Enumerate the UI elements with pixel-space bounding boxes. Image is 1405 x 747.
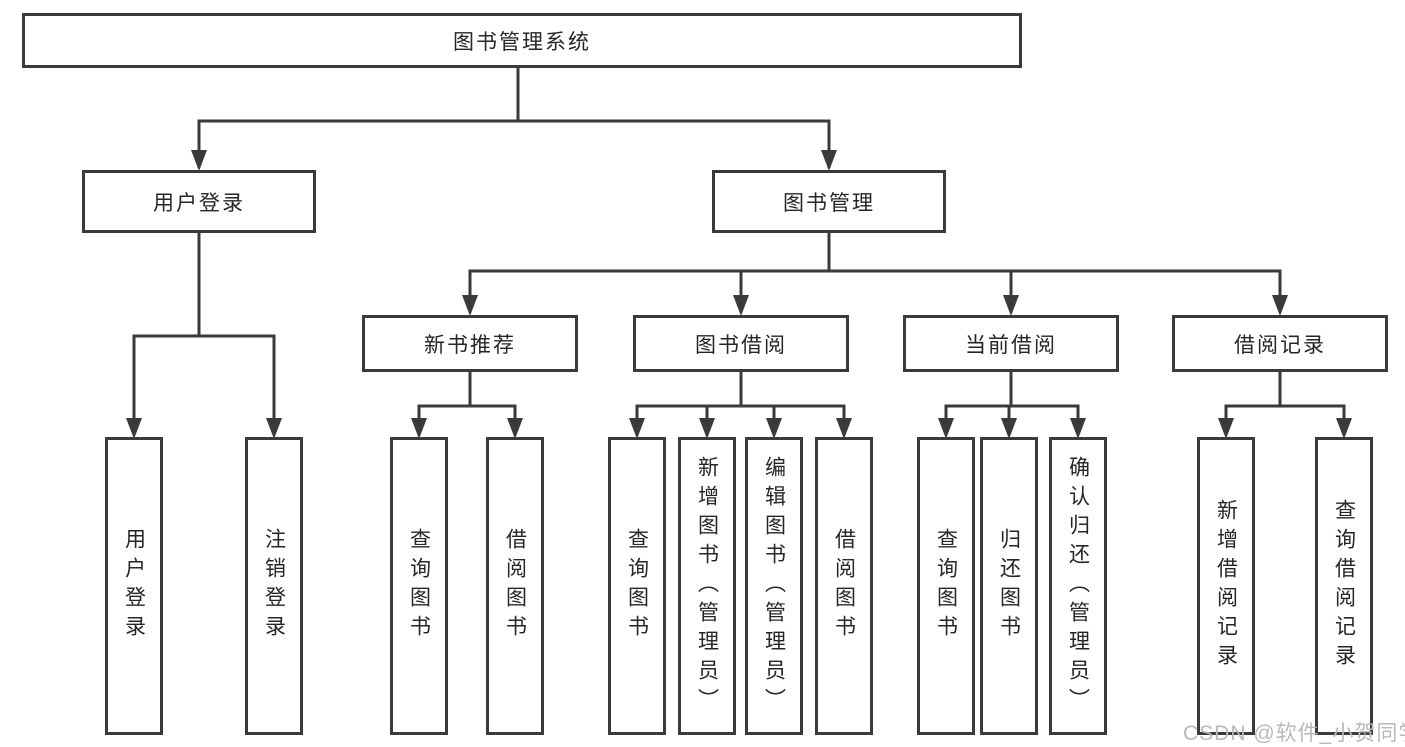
leaf-label: 借阅图书 (832, 528, 856, 644)
node-new-book-recommendation: 新书推荐 (362, 315, 578, 372)
arrowhead-down-icon (1070, 418, 1086, 439)
node-label: 图书借阅 (695, 333, 787, 357)
leaf-label: 查询图书 (934, 528, 958, 644)
leaf-bb-add-books-admin: 新增图书（管理员） (678, 437, 736, 735)
arrowhead-down-icon (1001, 418, 1017, 439)
connector-new-book-to-leaves (417, 372, 517, 434)
leaf-label: 编辑图书（管理员） (762, 455, 786, 717)
arrowhead-down-icon (821, 150, 837, 171)
node-user-login: 用户登录 (82, 170, 316, 233)
node-label: 借阅记录 (1234, 333, 1326, 357)
connector-root-to-level2 (197, 68, 831, 168)
leaf-label: 用户登录 (122, 528, 146, 644)
leaf-br-add-borrow-record: 新增借阅记录 (1197, 437, 1255, 735)
node-label: 用户登录 (153, 191, 245, 215)
arrowhead-down-icon (629, 418, 645, 439)
leaf-label: 查询图书 (407, 528, 431, 644)
node-book-borrowing: 图书借阅 (633, 315, 849, 372)
arrowhead-down-icon (411, 418, 427, 439)
arrowhead-down-icon (462, 295, 478, 316)
connector-records-to-leaves (1224, 372, 1346, 434)
arrowhead-down-icon (766, 418, 782, 439)
arrowhead-down-icon (1336, 418, 1352, 439)
arrowhead-down-icon (733, 295, 749, 316)
node-borrowing-records: 借阅记录 (1172, 315, 1388, 372)
leaf-label: 新增借阅记录 (1214, 499, 1238, 673)
leaf-cb-confirm-return-admin: 确认归还（管理员） (1049, 437, 1107, 735)
leaf-label: 借阅图书 (503, 528, 527, 644)
leaf-label: 新增图书（管理员） (695, 455, 719, 717)
arrowhead-down-icon (1272, 295, 1288, 316)
arrowhead-down-icon (1218, 418, 1234, 439)
leaf-cb-return-books: 归还图书 (980, 437, 1038, 735)
arrowhead-down-icon (191, 150, 207, 171)
connector-user-login-to-leaves (132, 233, 276, 434)
node-label: 图书管理 (783, 191, 875, 215)
leaf-bb-query-books: 查询图书 (608, 437, 666, 735)
leaf-label: 注销登录 (262, 528, 286, 644)
node-current-borrowing: 当前借阅 (903, 315, 1119, 372)
arrowhead-down-icon (126, 418, 142, 439)
node-label: 当前借阅 (965, 333, 1057, 357)
arrowhead-icons (126, 150, 1352, 439)
leaf-nb-borrow-books: 借阅图书 (486, 437, 544, 735)
node-label: 新书推荐 (424, 333, 516, 357)
leaf-bb-edit-books-admin: 编辑图书（管理员） (745, 437, 803, 735)
leaf-label: 查询图书 (625, 528, 649, 644)
leaf-label: 确认归还（管理员） (1066, 455, 1090, 717)
connector-book-borrow-to-leaves (635, 372, 846, 434)
leaf-label: 查询借阅记录 (1332, 499, 1356, 673)
connector-book-management-to-level3 (468, 233, 1282, 312)
node-book-management: 图书管理 (712, 170, 946, 233)
leaf-bb-borrow-books: 借阅图书 (815, 437, 873, 735)
arrowhead-down-icon (699, 418, 715, 439)
arrowhead-down-icon (938, 418, 954, 439)
connector-group (132, 68, 1346, 434)
leaf-br-query-borrow-record: 查询借阅记录 (1315, 437, 1373, 735)
arrowhead-down-icon (507, 418, 523, 439)
leaf-logout-login: 注销登录 (245, 437, 303, 735)
arrowhead-down-icon (1003, 295, 1019, 316)
leaf-cb-query-books: 查询图书 (917, 437, 975, 735)
watermark: CSDN @软件_小贺同学 (1183, 722, 1405, 745)
leaf-nb-query-books: 查询图书 (390, 437, 448, 735)
node-label: 图书管理系统 (453, 30, 591, 54)
leaf-user-login: 用户登录 (105, 437, 163, 735)
leaf-label: 归还图书 (997, 528, 1021, 644)
arrowhead-down-icon (836, 418, 852, 439)
arrowhead-down-icon (266, 418, 282, 439)
node-library-management-system: 图书管理系统 (22, 13, 1022, 68)
